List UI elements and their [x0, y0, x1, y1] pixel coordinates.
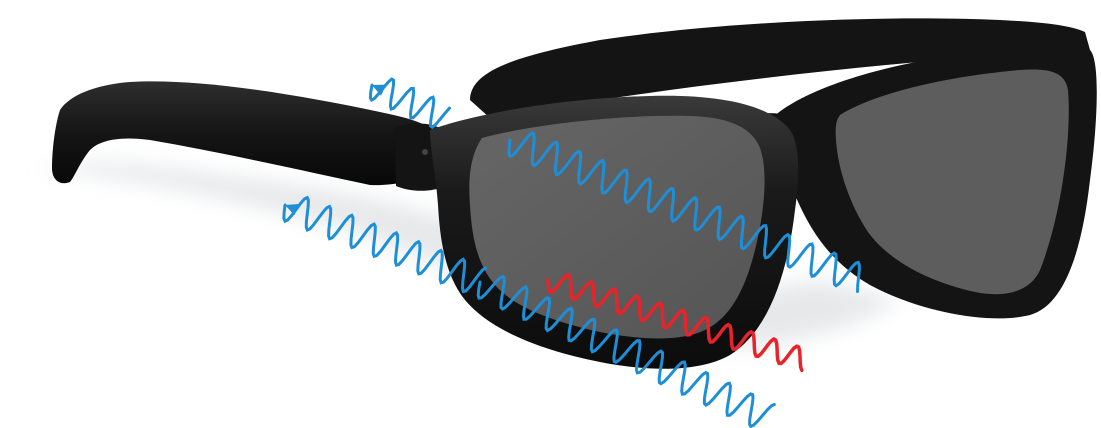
hinge-pin-dot	[422, 149, 428, 155]
right-lens-frame	[770, 48, 1097, 319]
